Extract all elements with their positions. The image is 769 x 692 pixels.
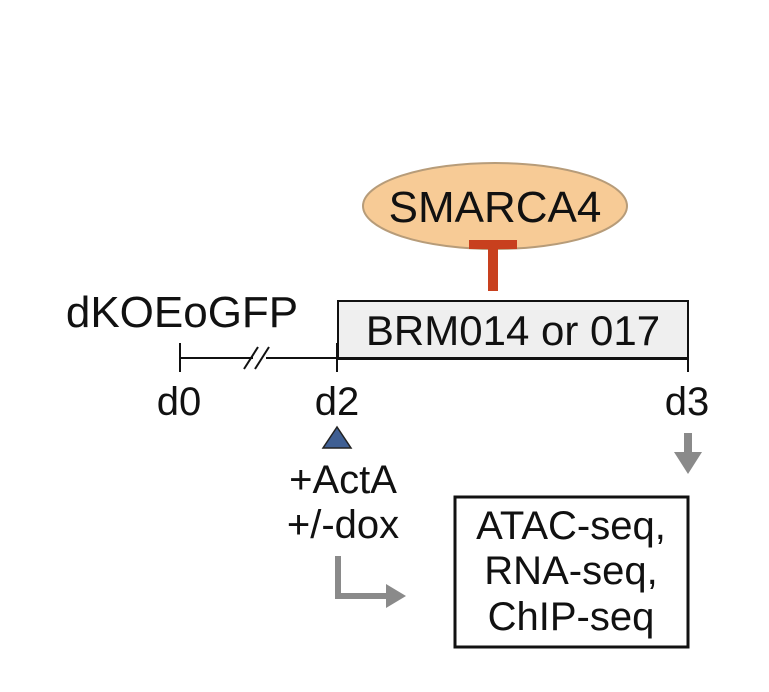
day-label-d3: d3 (665, 380, 710, 424)
axis-break-mark-2 (254, 346, 270, 370)
axis-break-mark-1 (243, 346, 259, 370)
down-arrow-shaft (684, 433, 692, 453)
readout-box (453, 495, 690, 649)
addition-acta-label: +ActA (289, 458, 397, 502)
day-label-d0: d0 (157, 380, 202, 424)
day-label-d2: d2 (315, 380, 360, 424)
elbow-arrow-head (386, 584, 406, 608)
treatment-box (337, 300, 689, 360)
down-arrow-head (674, 452, 702, 474)
inhibition-symbol (469, 240, 517, 291)
timeline-axis (179, 343, 689, 372)
readout-chip-label: ChIP-seq (488, 595, 655, 639)
readout-atac-label: ATAC-seq, (476, 504, 666, 548)
smarca4-label: SMARCA4 (389, 183, 602, 232)
elbow-arrow (335, 556, 406, 608)
treatment-label: BRM014 or 017 (366, 307, 660, 354)
addition-dox-label: +/-dox (287, 503, 399, 547)
cell-line-label: dKOEoGFP (66, 288, 298, 337)
readout-rna-label: RNA-seq, (484, 549, 657, 593)
down-arrow (674, 433, 702, 474)
addition-marker-triangle (321, 425, 353, 449)
elbow-arrow-line (335, 556, 386, 599)
inhibition-bar (469, 240, 517, 249)
inhibition-stem (488, 245, 498, 291)
